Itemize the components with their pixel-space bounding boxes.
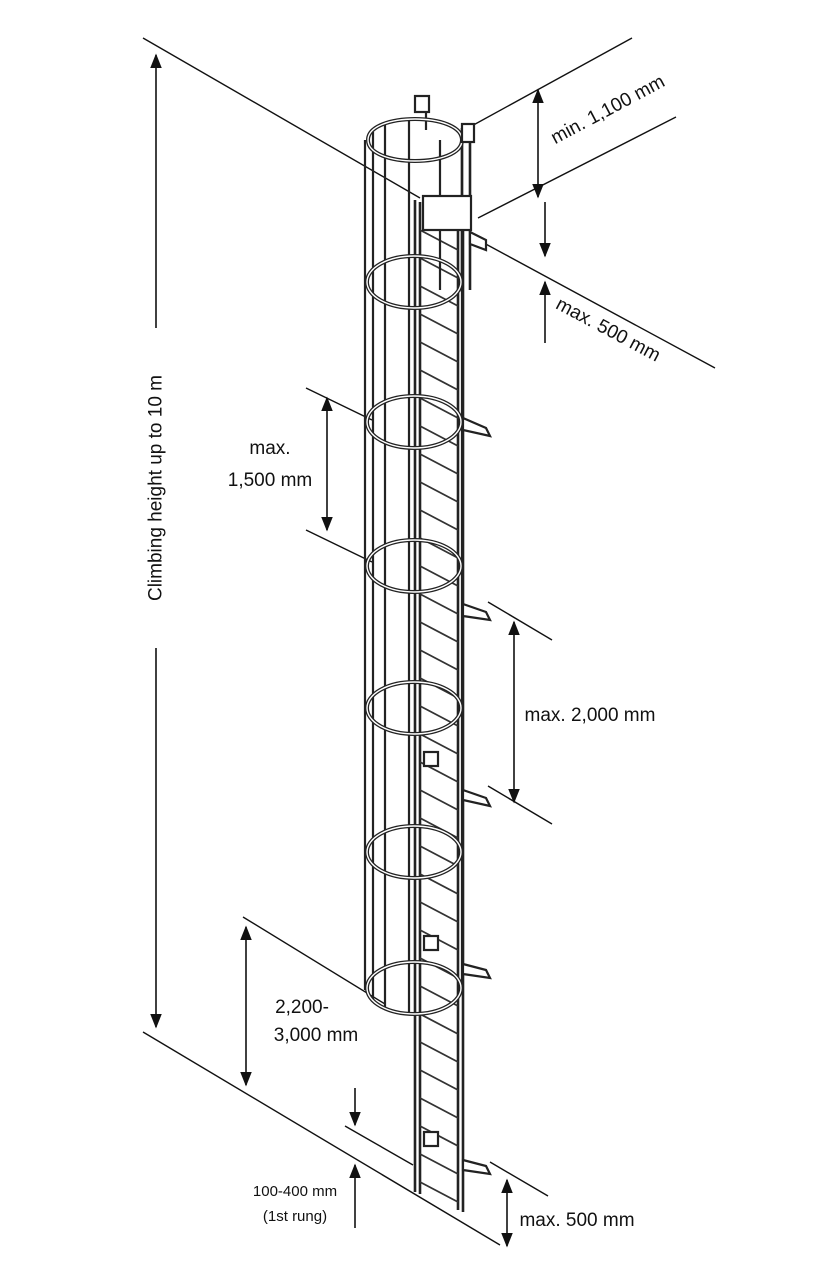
bracket-spacing-label: max. 2,000 mm	[525, 705, 656, 726]
cage-hoop	[366, 961, 462, 1015]
cage-start-label-line2: 3,000 mm	[274, 1025, 358, 1046]
extension-lines	[142, 37, 716, 1246]
first-rung-label-line1: 100-400 mm	[253, 1183, 337, 1200]
dimension-arrows	[150, 53, 551, 1248]
rung	[419, 649, 459, 671]
rung	[419, 313, 459, 335]
rung	[419, 1013, 459, 1035]
rung	[419, 789, 459, 811]
rung	[419, 509, 459, 531]
rung	[419, 369, 459, 391]
rung	[419, 1153, 459, 1175]
rung	[419, 341, 459, 363]
rung	[419, 1041, 459, 1063]
rung	[419, 397, 459, 419]
cage-hoop	[366, 825, 462, 879]
rung	[419, 845, 459, 867]
first-rung-label-line2: (1st rung)	[263, 1208, 327, 1225]
rung	[419, 1181, 459, 1203]
rung	[419, 733, 459, 755]
ladder-rungs	[419, 229, 459, 1203]
cage-start-label-line1: 2,200-	[275, 997, 329, 1018]
cage-hoop	[366, 255, 462, 309]
top-extension-label: min. 1,100 mm	[548, 71, 669, 149]
climbing-height-label: Climbing height up to 10 m	[146, 375, 167, 601]
rung	[419, 621, 459, 643]
rung	[419, 285, 459, 307]
bottom-offset-label: max. 500 mm	[519, 1210, 634, 1231]
cage-hoop	[366, 395, 462, 449]
rung	[419, 593, 459, 615]
dimension-labels: Climbing height up to 10 m min. 1,100 mm…	[146, 71, 669, 1231]
rung	[419, 1097, 459, 1119]
hoop-spacing-label-line2: 1,500 mm	[228, 470, 312, 491]
rung	[419, 453, 459, 475]
rung	[419, 425, 459, 447]
cage-hoop	[366, 681, 462, 735]
rung	[419, 901, 459, 923]
hoop-spacing-label-line1: max.	[249, 438, 290, 459]
wall-brackets	[413, 94, 493, 1176]
rung	[419, 481, 459, 503]
cage-hoop	[366, 539, 462, 593]
top-offset-label: max. 500 mm	[552, 294, 663, 367]
rung	[419, 1069, 459, 1091]
